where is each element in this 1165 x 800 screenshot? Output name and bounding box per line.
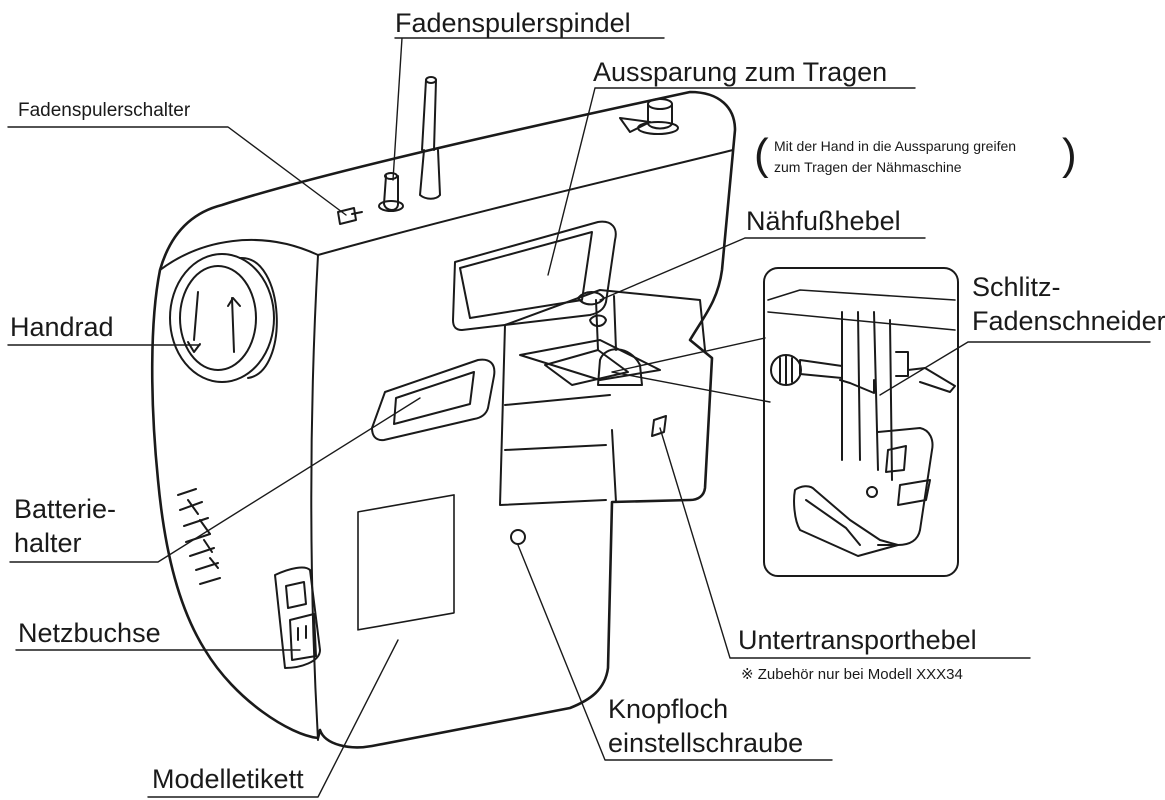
label-knopfloch-line-2: einstellschraube xyxy=(608,728,804,758)
leader-lines xyxy=(7,37,1151,798)
carry-note-line-1: Mit der Hand in die Aussparung greifen xyxy=(774,138,1017,154)
label-batterie-line-2: halter xyxy=(14,528,82,558)
model-label-plate xyxy=(357,494,455,631)
label-netzbuchse: Netzbuchse xyxy=(18,618,161,648)
label-handrad: Handrad xyxy=(10,312,114,342)
label-fadenspulerspindel: Fadenspulerspindel xyxy=(395,8,631,38)
zoom-callout xyxy=(611,337,771,403)
label-aussparung-zum-tragen: Aussparung zum Tragen xyxy=(593,57,888,87)
label-naehfusshebel: Nähfußhebel xyxy=(746,206,901,236)
label-schlitz-line-1: Schlitz- xyxy=(972,272,1061,302)
label-knopfloch-line-1: Knopfloch xyxy=(608,694,729,724)
needle-area xyxy=(499,289,706,545)
inset-detail xyxy=(763,267,959,577)
power-socket xyxy=(274,566,321,669)
label-schlitz-line-2: Fadenschneider xyxy=(972,306,1165,336)
vent-slots xyxy=(177,488,221,585)
label-batterie-line-1: Batterie- xyxy=(14,494,117,524)
handwheel xyxy=(169,253,278,383)
machine-body xyxy=(150,90,737,749)
label-modelletikett: Modelletikett xyxy=(152,764,304,794)
bobbin-winder xyxy=(619,98,679,135)
label-untertransporthebel: Untertransporthebel xyxy=(738,625,977,655)
battery-holder xyxy=(371,358,496,442)
note-open-paren: ( xyxy=(754,130,769,179)
carry-note-line-2: zum Tragen der Nähmaschine xyxy=(774,159,962,175)
spool-pins xyxy=(337,76,441,225)
note-close-paren: ) xyxy=(1062,130,1077,179)
label-fadenspulerschalter: Fadenspulerschalter xyxy=(18,100,191,121)
note-zubehoer: ※ Zubehör nur bei Modell XXX34 xyxy=(741,666,963,683)
carry-handle xyxy=(452,220,617,331)
